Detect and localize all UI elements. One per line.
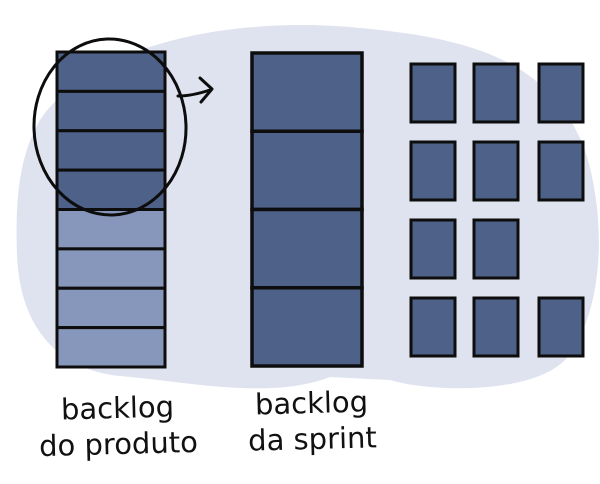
sprint-backlog-label-line1: backlog <box>254 384 369 422</box>
product-backlog-item-selected <box>55 129 167 172</box>
sprint-backlog-item <box>250 51 364 133</box>
task-card <box>537 140 585 202</box>
product-backlog-stack <box>55 50 167 369</box>
task-card <box>472 296 520 358</box>
task-grid <box>409 62 585 358</box>
task-card <box>537 296 585 358</box>
sprint-backlog-item <box>250 129 364 212</box>
task-card <box>409 140 457 202</box>
task-card <box>409 62 457 124</box>
sprint-backlog-item <box>250 286 364 368</box>
sprint-backlog-stack <box>250 51 364 368</box>
task-card <box>537 62 585 124</box>
task-card <box>472 140 520 202</box>
product-backlog-item <box>55 247 167 290</box>
product-backlog-item <box>55 286 167 330</box>
sprint-backlog-item <box>250 207 364 290</box>
sprint-backlog-label: backlog da sprint <box>231 383 393 459</box>
product-backlog-item-selected <box>55 89 167 133</box>
product-backlog-item-selected <box>55 50 167 93</box>
product-backlog-label-line2: do produto <box>38 424 199 464</box>
task-card <box>409 218 457 280</box>
task-card <box>409 296 457 358</box>
product-backlog-label: backlog do produto <box>27 388 209 465</box>
sprint-backlog-label-line2: da sprint <box>247 420 378 458</box>
product-backlog-label-line1: backlog <box>60 389 175 427</box>
task-card <box>472 62 520 124</box>
task-card <box>472 218 520 280</box>
product-backlog-item <box>55 326 167 369</box>
arrow-right-icon <box>176 76 214 104</box>
selection-ellipse-icon <box>32 37 188 217</box>
